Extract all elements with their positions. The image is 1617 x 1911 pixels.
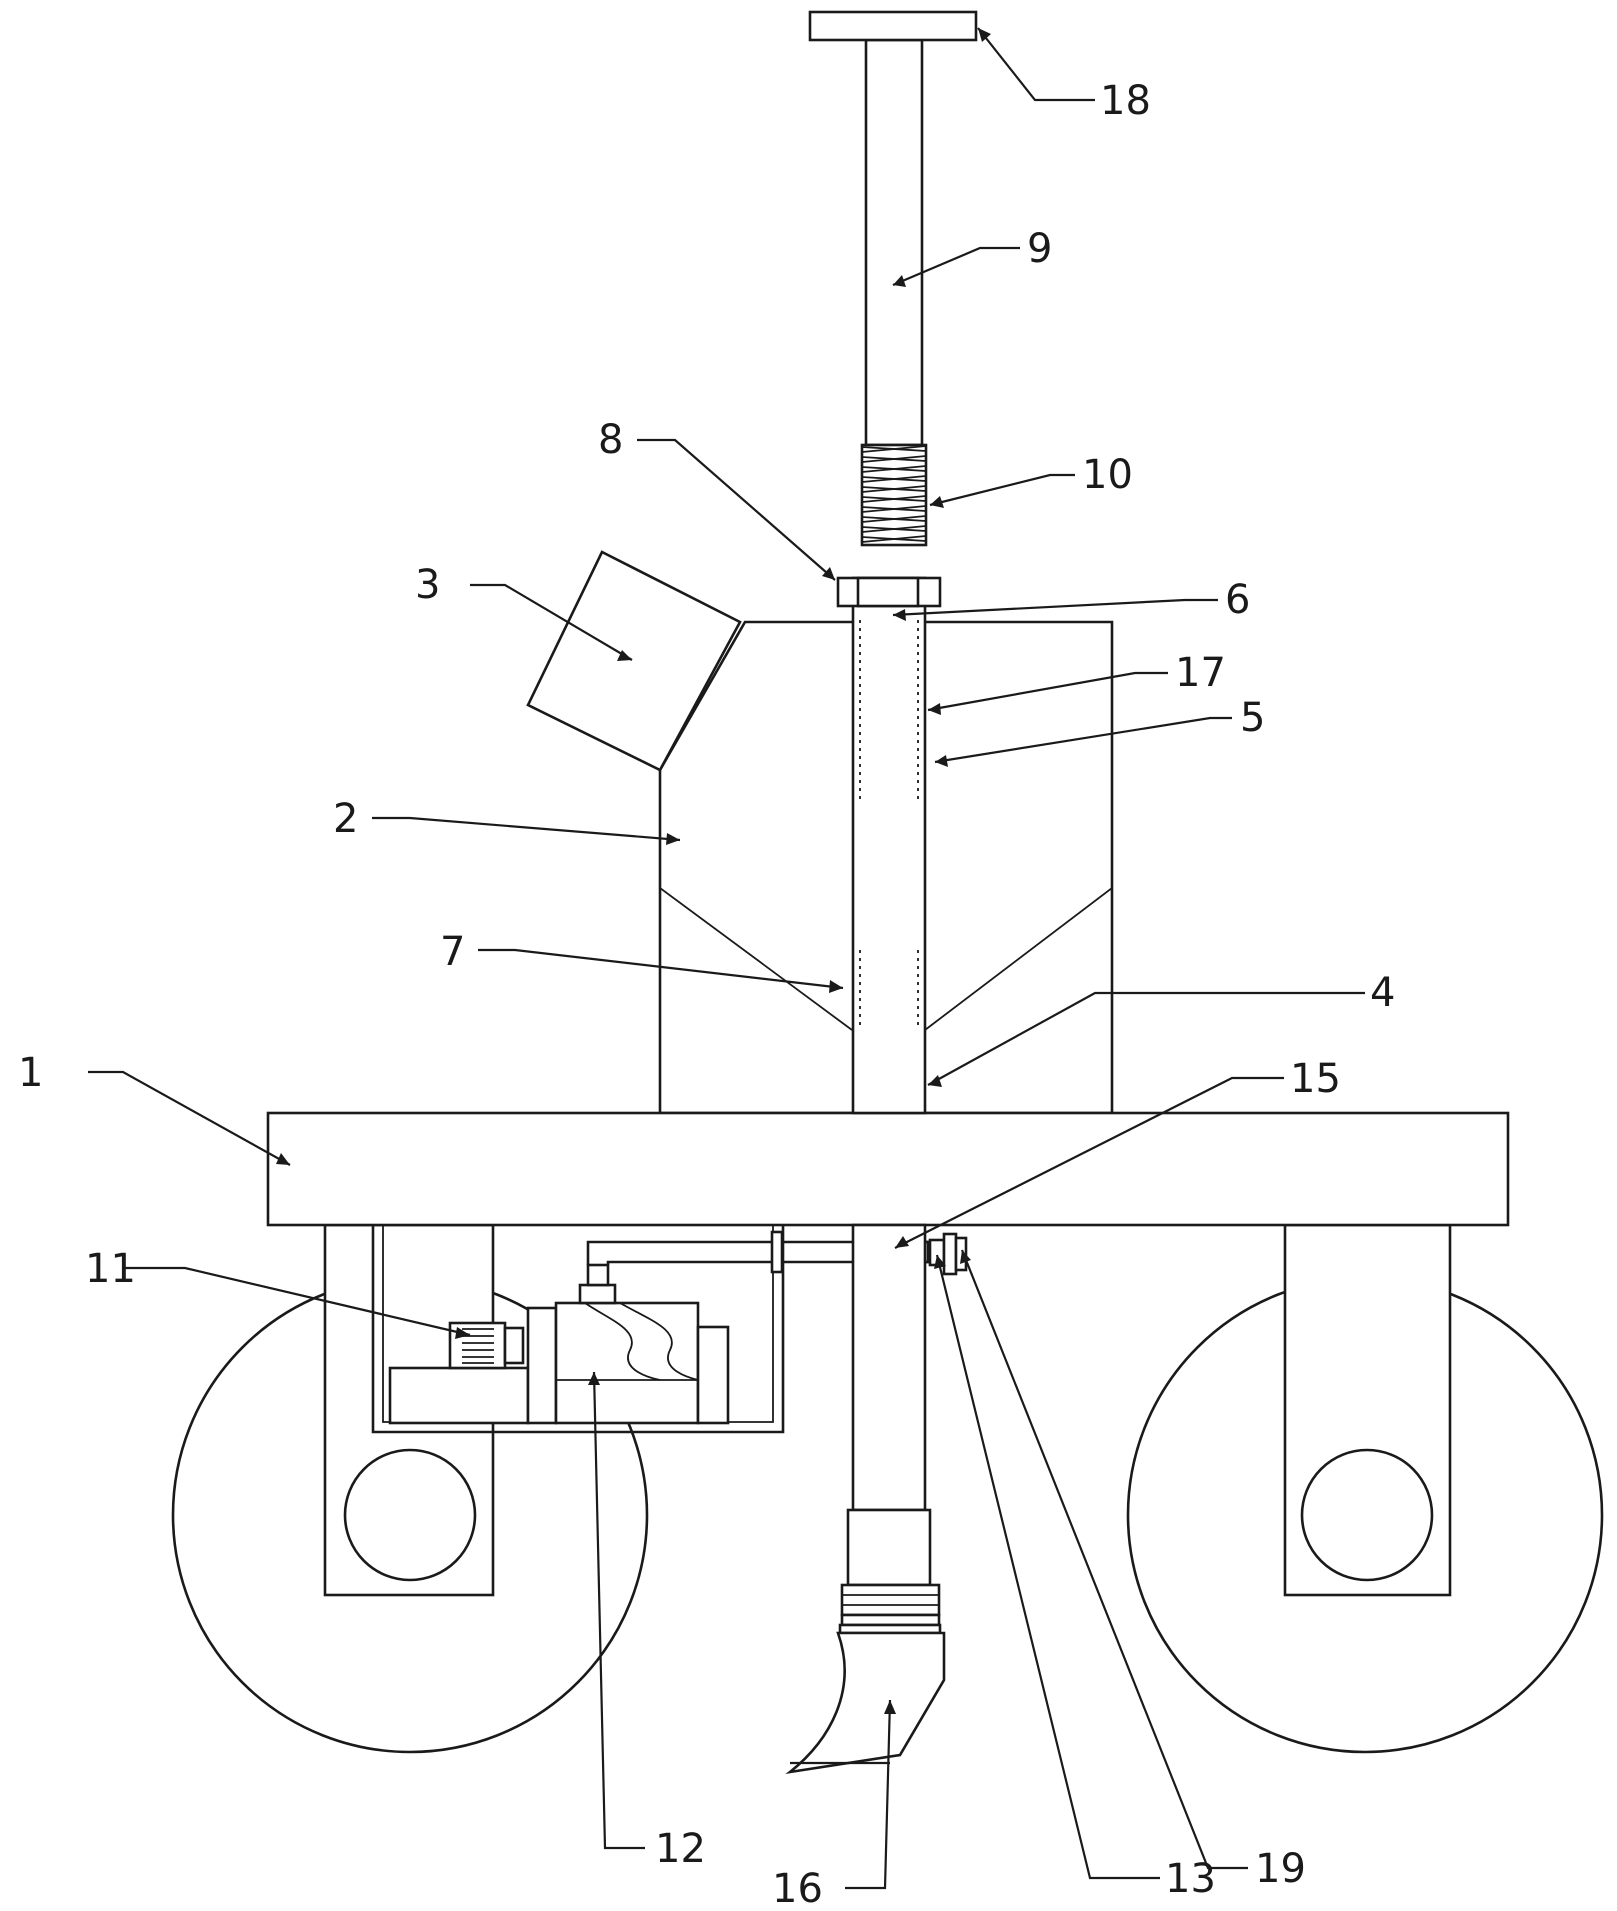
- callout-8: 8: [598, 417, 623, 463]
- center-tube: [851, 576, 927, 1115]
- callout-4: 4: [1370, 970, 1395, 1016]
- callout-2: 2: [333, 796, 358, 842]
- callout-15: 15: [1290, 1056, 1341, 1102]
- callout-labels: 1 2 3 4 5 6 7 8 9 10 11 12 13 15 16 17 1…: [18, 78, 1395, 1911]
- callout-5: 5: [1240, 695, 1265, 741]
- callout-9: 9: [1027, 226, 1052, 272]
- callout-11: 11: [85, 1246, 136, 1292]
- callout-1: 1: [18, 1050, 43, 1096]
- callout-18: 18: [1100, 78, 1151, 124]
- feed-box: [526, 550, 742, 772]
- callout-19: 19: [1255, 1846, 1306, 1892]
- callout-17: 17: [1175, 650, 1226, 696]
- discharge-nozzle: [785, 1631, 946, 1775]
- right-wheel: [1126, 1223, 1604, 1754]
- callout-6: 6: [1225, 577, 1250, 623]
- callout-3: 3: [415, 562, 440, 608]
- callout-10: 10: [1082, 452, 1133, 498]
- motor-bracket: [371, 1225, 785, 1434]
- callout-7: 7: [440, 929, 465, 975]
- callout-12: 12: [655, 1826, 706, 1872]
- arrowheads: [276, 28, 991, 1714]
- lower-tube: [838, 1223, 942, 1635]
- callout-16: 16: [772, 1866, 823, 1911]
- top-collar: [836, 576, 942, 608]
- base-frame: [266, 1111, 1510, 1227]
- plunger-rod: [808, 10, 978, 547]
- leader-lines: [88, 27, 1365, 1890]
- callout-13: 13: [1165, 1856, 1216, 1902]
